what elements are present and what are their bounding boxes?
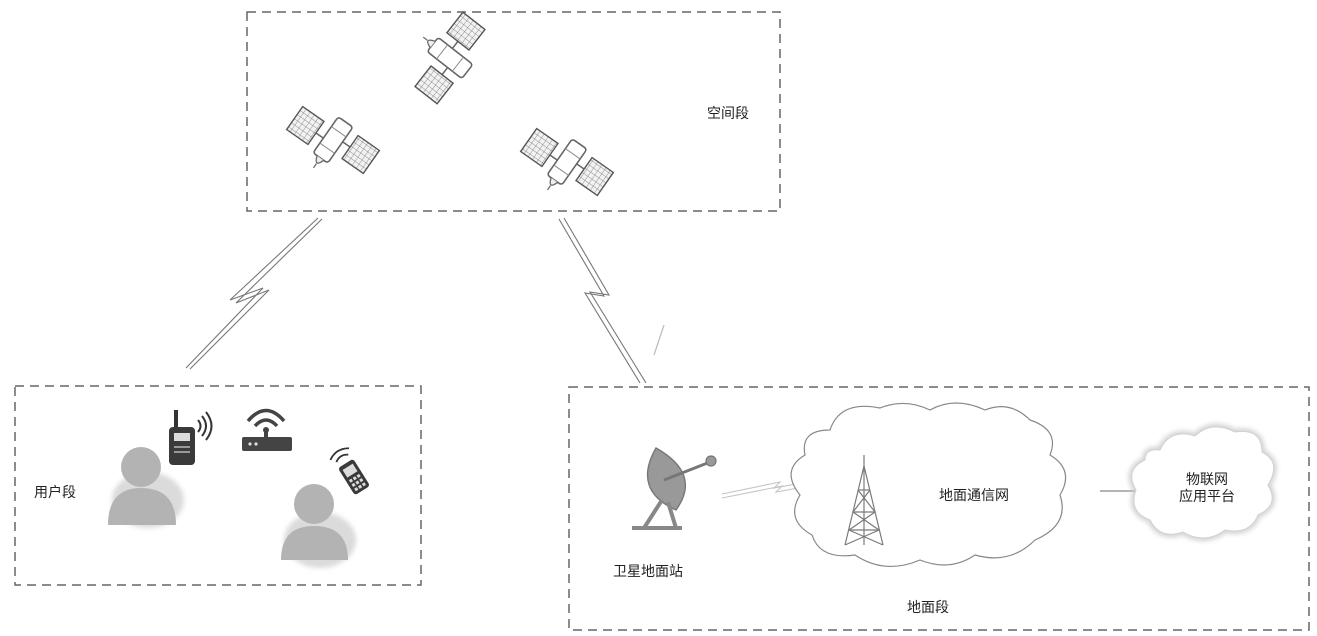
space-segment-label: 空间段 (707, 106, 749, 122)
person-icon (108, 447, 184, 528)
satellite-dish-icon (632, 447, 717, 530)
satellite-icon (510, 117, 617, 216)
user-segment-label: 用户段 (34, 485, 76, 501)
ground-station-label: 卫星地面站 (613, 564, 683, 580)
user-segment-box (14, 385, 422, 586)
ground-network-label: 地面通信网 (939, 488, 1009, 504)
signal-tick (653, 324, 665, 356)
wireless-link-space-ground (558, 217, 647, 384)
ground-segment-label: 地面段 (907, 600, 949, 616)
satellite-icon (276, 95, 383, 194)
iot-platform-label-line1: 物联网 (1186, 472, 1228, 488)
satellite-icon (395, 1, 496, 108)
router-icon (242, 408, 292, 451)
person-icon (281, 484, 356, 568)
cell-tower-icon (844, 455, 884, 546)
ground-segment-box (568, 386, 1310, 631)
wireless-link-space-user (185, 217, 323, 370)
ground-network-cloud (790, 402, 1067, 568)
mobile-phone-icon (329, 447, 369, 495)
iot-platform-label-line2: 应用平台 (1179, 489, 1235, 505)
space-segment-box (246, 11, 781, 212)
walkie-talkie-icon (169, 410, 213, 465)
